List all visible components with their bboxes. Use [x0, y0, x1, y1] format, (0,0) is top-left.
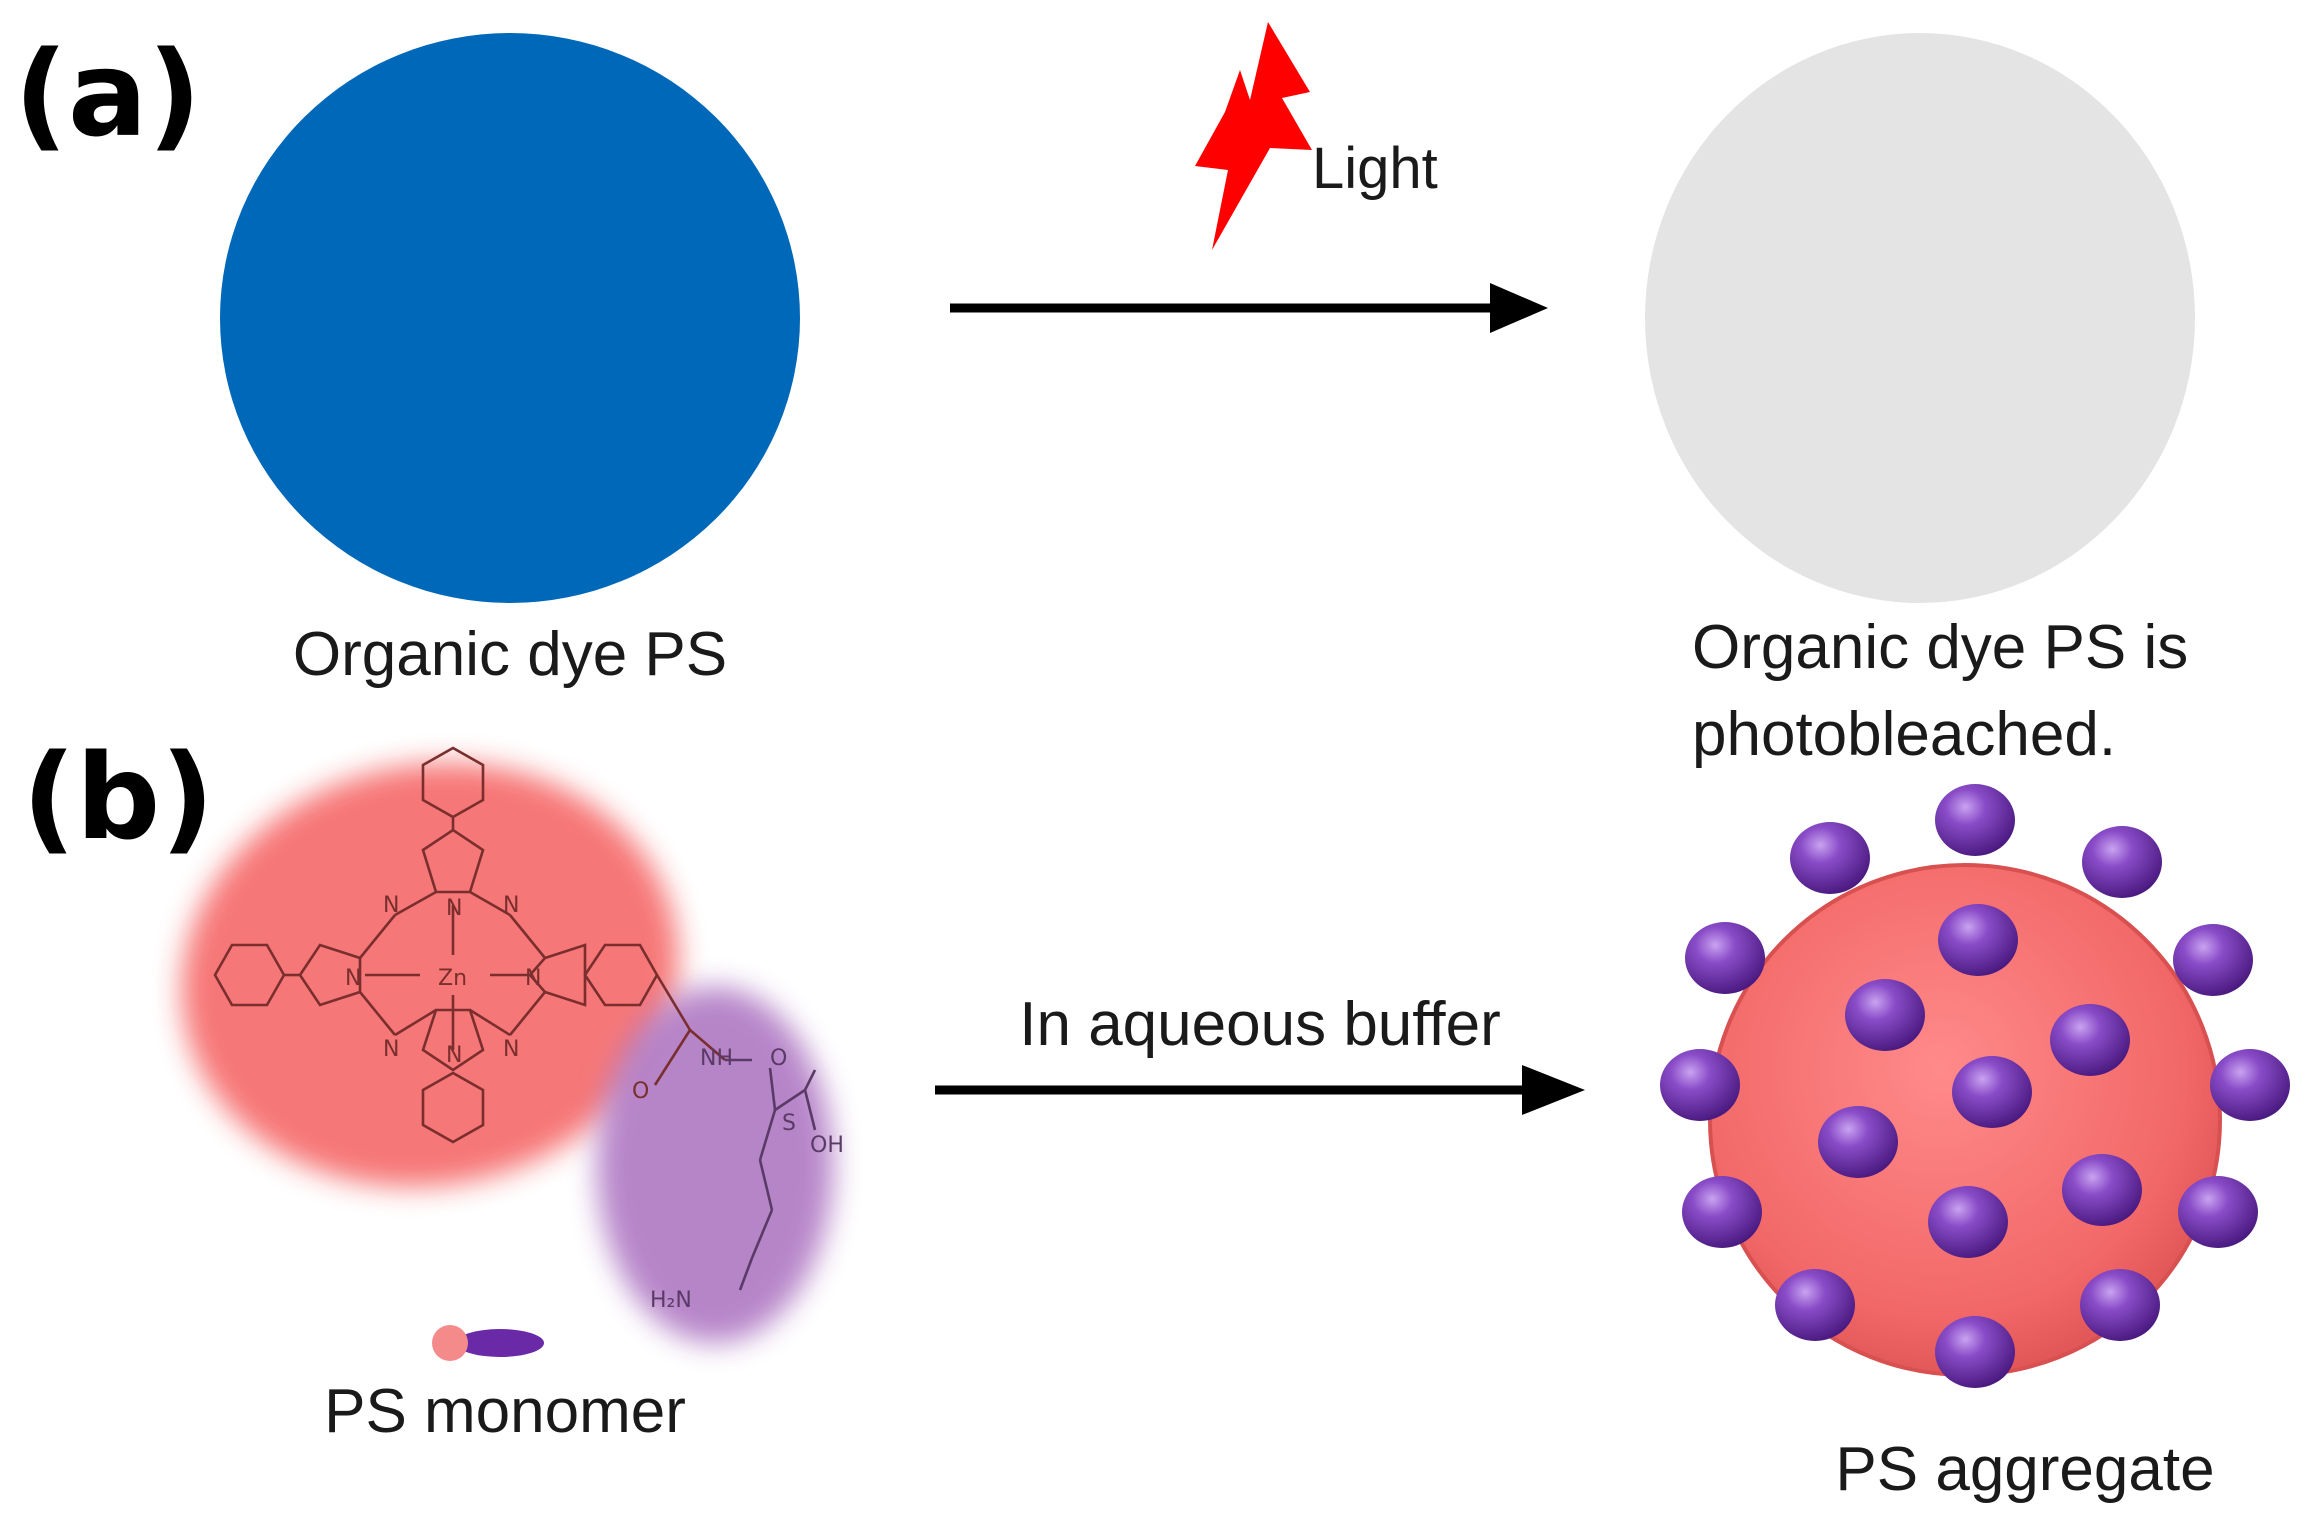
nitrogen-label-3: N [383, 1037, 399, 1062]
photobleached-caption-line2: photobleached. [1692, 700, 2116, 769]
aggregate-bead [2062, 1154, 2142, 1226]
aggregate-bead [1952, 1056, 2032, 1128]
ps-monomer-caption: PS monomer [324, 1377, 686, 1446]
ps-aggregate [1660, 784, 2290, 1388]
carboxyl-oxygen-label: O [770, 1046, 787, 1071]
aggregate-bead [1818, 1106, 1898, 1178]
aggregate-bead [1775, 1269, 1855, 1341]
substituent-label: S [782, 1111, 796, 1136]
oxygen-label-amide: O [632, 1079, 649, 1104]
aggregate-bead [2082, 826, 2162, 898]
aggregate-bead [1935, 784, 2015, 856]
light-label: Light [1312, 136, 1438, 201]
aggregate-bead [2210, 1049, 2290, 1121]
lightning-icon [1195, 22, 1312, 250]
panel-b-label: (b) [22, 728, 214, 866]
panel-a-label: (a) [14, 25, 202, 163]
aggregate-beads [1660, 784, 2290, 1388]
aggregate-bead [1685, 922, 1765, 994]
nitrogen-label-left: N [345, 966, 361, 991]
zinc-atom-label: Zn [438, 966, 467, 991]
hydrophilic-region [597, 987, 833, 1343]
aggregate-bead [2173, 924, 2253, 996]
lysine-structure [725, 1058, 817, 1291]
arrow-a [950, 283, 1548, 333]
aggregate-bead [1928, 1186, 2008, 1258]
organic-dye-caption: Organic dye PS [293, 620, 727, 689]
photobleached-caption-line1: Organic dye PS is [1692, 613, 2188, 682]
aggregate-bead [1845, 979, 1925, 1051]
aggregate-bead [1682, 1176, 1762, 1248]
aggregate-bead [2178, 1176, 2258, 1248]
aqueous-buffer-label: In aqueous buffer [1019, 990, 1500, 1059]
amine-label: H₂N [650, 1288, 692, 1313]
nitrogen-label-4: N [503, 1037, 519, 1062]
nitrogen-label-right: N [525, 966, 541, 991]
arrow-b [935, 1065, 1585, 1115]
lysine-labels: NH O OH S H₂N [650, 1046, 844, 1313]
photobleached-circle [1645, 33, 2195, 603]
aggregate-bead [1660, 1049, 1740, 1121]
aggregate-bead [1790, 822, 1870, 894]
nitrogen-label-2: N [503, 893, 519, 918]
nitrogen-label-1: N [383, 893, 399, 918]
aggregate-bead [2080, 1269, 2160, 1341]
aggregate-bead [1938, 904, 2018, 976]
aggregate-bead [2050, 1004, 2130, 1076]
phthalocyanine-structure [213, 746, 726, 1144]
monomer-icon [432, 1325, 544, 1361]
aggregate-bead [1935, 1316, 2015, 1388]
organic-dye-circle [220, 33, 800, 603]
nh-label: NH [700, 1046, 733, 1071]
ps-aggregate-caption: PS aggregate [1835, 1435, 2214, 1504]
molecule-labels: Zn N N N N N N N N O [345, 893, 649, 1104]
nitrogen-label-top: N [446, 896, 462, 921]
hydrophobic-region [181, 763, 679, 1187]
hydroxyl-label: OH [810, 1133, 844, 1158]
nitrogen-label-bottom: N [446, 1043, 462, 1068]
